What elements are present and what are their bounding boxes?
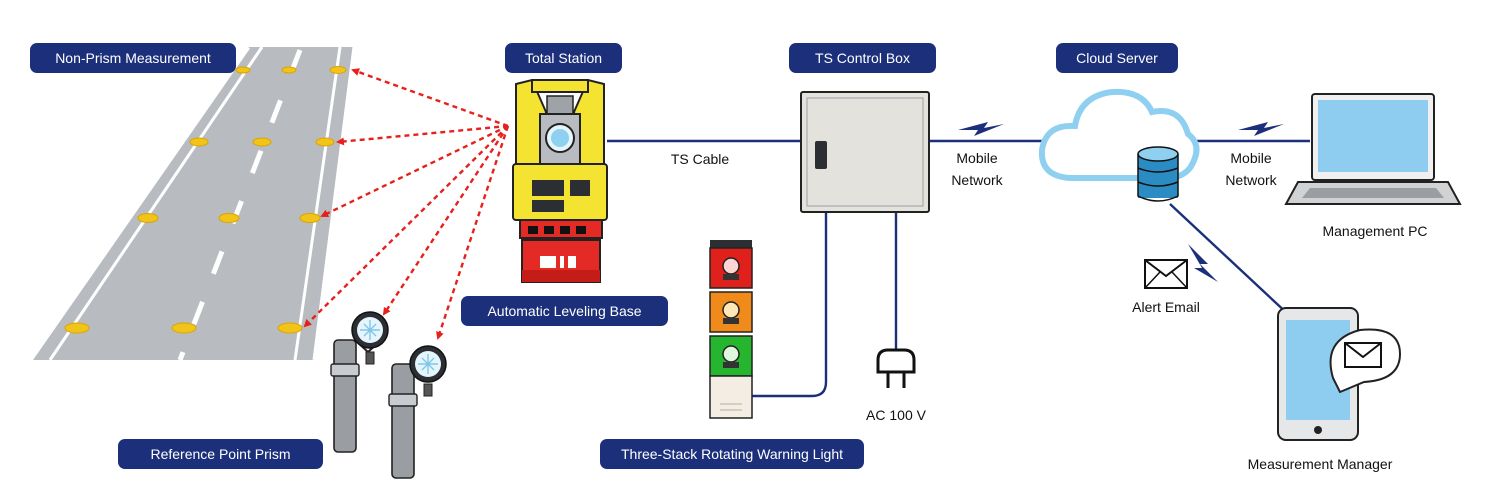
email-envelope-icon: [1144, 259, 1188, 289]
label-cloud-server: Cloud Server: [1056, 43, 1178, 73]
road: [27, 45, 358, 362]
label-measurement-manager: Measurement Manager: [1247, 456, 1393, 472]
control-box-icon: [800, 91, 930, 213]
mobile-network-1-line1: Mobile: [956, 150, 998, 166]
warning-light-icon: [709, 240, 753, 419]
measurement-rays: [303, 68, 510, 340]
label-reference-point-prism: Reference Point Prism: [118, 439, 323, 469]
label-ac-100v: AC 100 V: [866, 407, 926, 423]
connection-lines: [607, 139, 1310, 398]
label-three-stack-warning-light: Three-Stack Rotating Warning Light: [600, 439, 864, 469]
label-automatic-leveling-base: Automatic Leveling Base: [461, 296, 668, 326]
laptop-icon: [1284, 93, 1462, 205]
label-non-prism-measurement: Non-Prism Measurement: [30, 43, 236, 73]
mobile-network-1-line2: Network: [951, 172, 1003, 188]
total-station-icon: [512, 78, 608, 239]
mobile-network-2-line1: Mobile: [1230, 150, 1272, 166]
lightning-icons: [958, 122, 1284, 282]
label-mobile-network-2: Mobile Network: [1211, 147, 1291, 191]
label-mobile-network-1: Mobile Network: [937, 147, 1017, 191]
mobile-network-2-line2: Network: [1225, 172, 1277, 188]
database-icon: [1137, 146, 1179, 202]
label-management-pc: Management PC: [1322, 223, 1428, 239]
tablet-icon: [1277, 307, 1402, 441]
leveling-base-icon: [521, 239, 601, 283]
label-total-station: Total Station: [505, 43, 622, 73]
label-ts-cable: TS Cable: [670, 151, 730, 167]
power-plug-icon: [876, 348, 916, 388]
road-markers: [64, 66, 347, 334]
label-alert-email: Alert Email: [1132, 299, 1200, 315]
reference-prism-1: [330, 311, 389, 453]
label-ts-control-box: TS Control Box: [789, 43, 936, 73]
reference-prism-2: [388, 345, 447, 479]
